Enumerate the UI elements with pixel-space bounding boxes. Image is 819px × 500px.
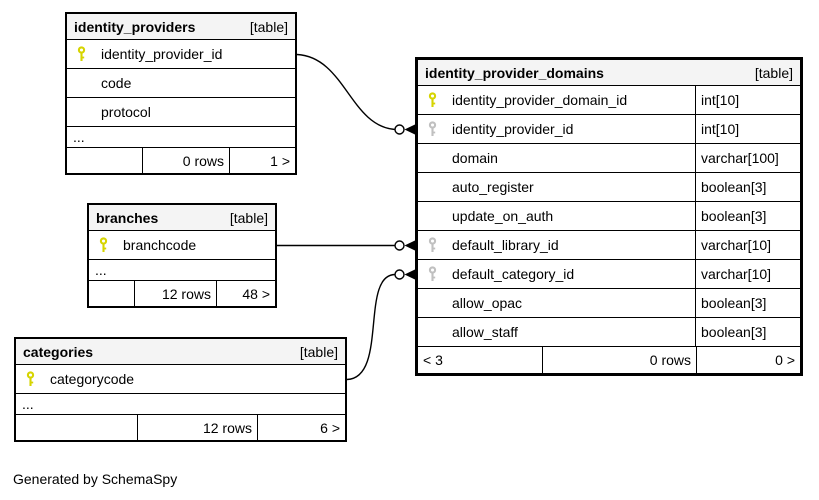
relationship-connector-categories-default_category_id — [346, 269, 416, 381]
column-name: allow_opac — [452, 295, 523, 311]
column-row-update_on_auth[interactable]: update_on_auth boolean[3] — [418, 202, 800, 231]
primary-key-icon — [25, 371, 50, 387]
column-name: default_library_id — [452, 237, 559, 253]
column-name: identity_provider_domain_id — [452, 92, 628, 108]
column-row-protocol[interactable]: protocol — [67, 98, 295, 127]
table-header: branches [table] — [89, 205, 275, 231]
column-name-cell: default_library_id — [418, 231, 695, 259]
table-tag: [table] — [299, 343, 338, 360]
column-type: int[10] — [695, 86, 800, 114]
column-name: identity_provider_id — [452, 121, 574, 137]
column-name: default_category_id — [452, 266, 575, 282]
column-type: boolean[3] — [695, 173, 800, 201]
column-name-cell: allow_opac — [418, 289, 695, 317]
hidden-columns-ellipsis: ... — [89, 260, 275, 281]
column-type: int[10] — [695, 115, 800, 143]
footer-row-count: 12 rows — [138, 415, 258, 440]
column-type: varchar[10] — [695, 260, 800, 288]
column-type: boolean[3] — [695, 289, 800, 317]
relationship-connector-identity_providers-identity_provider_id — [296, 53, 416, 135]
column-name-cell: identity_provider_id — [418, 115, 695, 143]
column-type: varchar[10] — [695, 231, 800, 259]
column-row-categorycode[interactable]: categorycode — [16, 365, 345, 394]
column-name-cell: auto_register — [418, 173, 695, 201]
column-name: domain — [452, 150, 498, 166]
column-name-cell: update_on_auth — [418, 202, 695, 230]
column-name-cell: code — [67, 69, 295, 97]
table-identity-providers: identity_providers[table]identity_provid… — [65, 12, 297, 175]
hidden-columns-ellipsis: ... — [16, 394, 345, 415]
primary-key-icon — [98, 237, 123, 253]
column-type: boolean[3] — [695, 318, 800, 346]
footer-row-count: 0 rows — [543, 347, 697, 373]
table-header: categories [table] — [16, 339, 345, 365]
column-name-cell: identity_provider_id — [67, 40, 295, 68]
column-name: protocol — [101, 104, 151, 120]
column-row-domain[interactable]: domain varchar[100] — [418, 144, 800, 173]
foreign-key-icon — [427, 237, 452, 253]
footer-row-count: 0 rows — [143, 148, 230, 173]
column-row-identity_provider_domain_id[interactable]: identity_provider_domain_id int[10] — [418, 86, 800, 115]
table-categories: categories [table] categorycode...12 rows 6… — [14, 337, 347, 442]
footer-prev-link — [16, 415, 138, 440]
table-title[interactable]: categories — [23, 343, 94, 360]
footer-prev-link[interactable]: < 3 — [418, 347, 543, 373]
primary-key-icon — [76, 46, 101, 62]
footer-next-link[interactable]: 1 > — [270, 152, 290, 169]
footer-prev-link — [89, 281, 135, 306]
column-name-cell: domain — [418, 144, 695, 172]
column-name-cell: protocol — [67, 98, 295, 126]
table-tag: [table] — [754, 64, 793, 81]
column-row-identity_provider_id[interactable]: identity_provider_id int[10] — [418, 115, 800, 144]
column-name: auto_register — [452, 179, 534, 195]
generator-note: Generated by SchemaSpy — [13, 471, 178, 487]
footer-row-count: 12 rows — [135, 281, 217, 306]
foreign-key-icon — [427, 266, 452, 282]
primary-key-icon — [427, 92, 452, 108]
table-footer: 0 rows 1 > — [67, 148, 295, 173]
hidden-columns-ellipsis: ... — [67, 127, 295, 148]
column-name-cell: categorycode — [16, 365, 345, 393]
column-row-branchcode[interactable]: branchcode — [89, 231, 275, 260]
column-name: update_on_auth — [452, 208, 554, 224]
table-tag: [table] — [249, 18, 288, 35]
column-name: code — [101, 75, 132, 91]
column-name: allow_staff — [452, 324, 518, 340]
table-footer: 12 rows 6 > — [16, 415, 345, 440]
table-title[interactable]: branches — [96, 209, 159, 226]
table-title[interactable]: identity_provider_domains — [425, 64, 604, 81]
table-header: identity_provider_domains [table] — [418, 60, 800, 86]
column-row-default_library_id[interactable]: default_library_id varchar[10] — [418, 231, 800, 260]
footer-next-link[interactable]: 48 > — [242, 285, 270, 302]
column-row-allow_opac[interactable]: allow_opac boolean[3] — [418, 289, 800, 318]
column-name: categorycode — [50, 371, 135, 387]
column-row-default_category_id[interactable]: default_category_id varchar[10] — [418, 260, 800, 289]
column-name-cell: identity_provider_domain_id — [418, 86, 695, 114]
table-header: identity_providers [table] — [67, 14, 295, 40]
column-name: branchcode — [123, 237, 197, 253]
column-type: boolean[3] — [695, 202, 800, 230]
table-branches: branches [table] branchcode...12 rows 48 > — [87, 203, 277, 308]
column-name-cell: default_category_id — [418, 260, 695, 288]
column-name-cell: branchcode — [89, 231, 275, 259]
table-identity-provider-domains: identity_provider_domains[table]identity… — [415, 57, 803, 376]
column-row-auto_register[interactable]: auto_register boolean[3] — [418, 173, 800, 202]
table-footer: 12 rows 48 > — [89, 281, 275, 306]
column-row-code[interactable]: code — [67, 69, 295, 98]
column-row-identity_provider_id[interactable]: identity_provider_id — [67, 40, 295, 69]
column-name: identity_provider_id — [101, 46, 223, 62]
footer-next-link[interactable]: 6 > — [320, 419, 340, 436]
table-title[interactable]: identity_providers — [74, 18, 196, 35]
foreign-key-icon — [427, 121, 452, 137]
column-name-cell: allow_staff — [418, 318, 695, 346]
table-tag: [table] — [229, 209, 268, 226]
footer-prev-link — [67, 148, 143, 173]
relationship-connector-branches-default_library_id — [277, 240, 416, 251]
column-row-allow_staff[interactable]: allow_staff boolean[3] — [418, 318, 800, 347]
column-type: varchar[100] — [695, 144, 800, 172]
footer-next-link[interactable]: 0 > — [775, 352, 795, 368]
